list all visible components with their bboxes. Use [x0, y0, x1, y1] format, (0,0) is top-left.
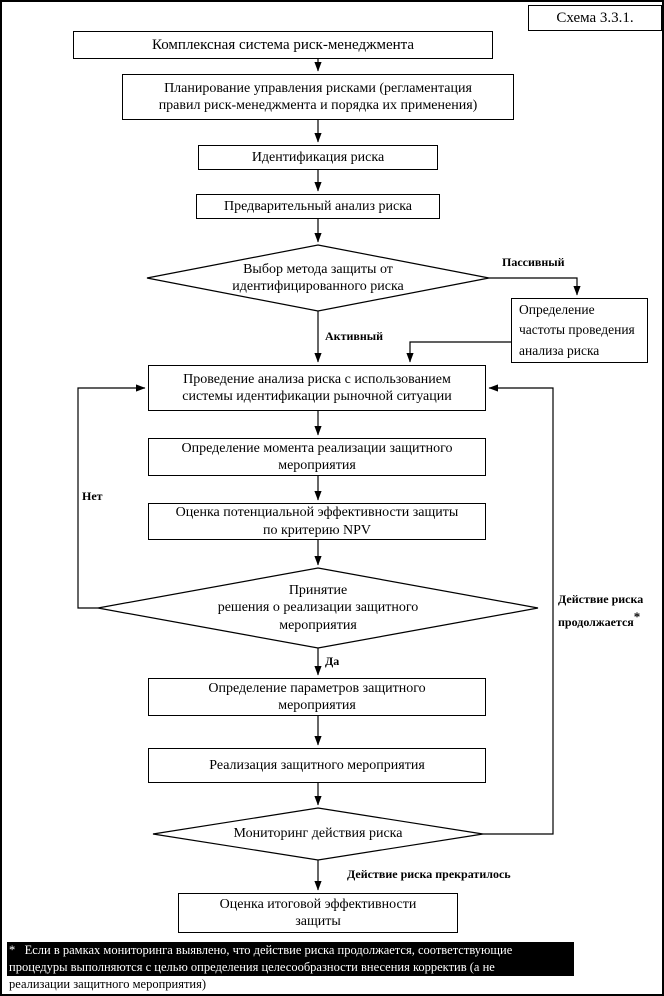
arrow-monitoring-continues-loop	[483, 384, 554, 835]
footnote-highlighted-line-1: * Если в рамках мониторинга выявлено, чт…	[7, 942, 574, 959]
edge-label-passive: Пассивный	[502, 255, 565, 269]
edge-label-yes: Да	[325, 654, 340, 668]
schema-label: Схема 3.3.1.	[528, 5, 662, 31]
node-parameters: Определение параметров защитного меропри…	[148, 678, 486, 716]
node-final-evaluation: Оценка итоговой эффективности защиты	[178, 893, 458, 933]
node-moment: Определение момента реализации защитного…	[148, 438, 486, 476]
diamond-method-choice-label: Выбор метода защиты от идентифицированно…	[232, 261, 404, 295]
arrow-decision-no-loop	[77, 384, 146, 609]
diamond-method-choice	[146, 244, 490, 312]
node-implementation: Реализация защитного мероприятия	[148, 748, 486, 783]
edge-label-risk-continues: Действие риска продолжается*	[558, 588, 662, 634]
diamond-decision-label: Принятие решения о реализации защитного …	[217, 582, 419, 633]
node-preliminary-analysis: Предварительный анализ риска	[196, 194, 440, 219]
diamond-decision	[97, 567, 539, 649]
node-frequency: Определение частоты проведения анализа р…	[511, 298, 648, 363]
arrow-frequency-to-analysis	[406, 341, 511, 363]
node-planning: Планирование управления рисками (регламе…	[122, 74, 514, 120]
arrow-choice-to-frequency	[489, 277, 581, 296]
diamond-monitoring-label: Мониторинг действия риска	[233, 826, 403, 842]
edge-label-risk-stopped: Действие риска прекратилось	[347, 867, 511, 881]
node-risk-analysis: Проведение анализа риска с использование…	[148, 365, 486, 411]
node-identification: Идентификация риска	[198, 145, 438, 170]
risk-continues-line2: продолжается	[558, 615, 634, 629]
node-npv-efficiency: Оценка потенциальной эффективности защит…	[148, 503, 486, 540]
diagram-title: Комплексная система риск-менеджмента	[73, 31, 493, 59]
risk-continues-line1: Действие риска	[558, 592, 644, 606]
footnote: * Если в рамках мониторинга выявлено, чт…	[7, 942, 585, 993]
risk-continues-asterisk: *	[633, 609, 641, 624]
edge-label-active: Активный	[325, 329, 384, 343]
footnote-normal-line: реализации защитного мероприятия)	[9, 977, 207, 991]
edge-label-no: Нет	[82, 489, 103, 503]
diamond-monitoring	[152, 807, 484, 861]
footnote-highlighted-line-2: процедуры выполняются с целью определени…	[7, 959, 574, 976]
